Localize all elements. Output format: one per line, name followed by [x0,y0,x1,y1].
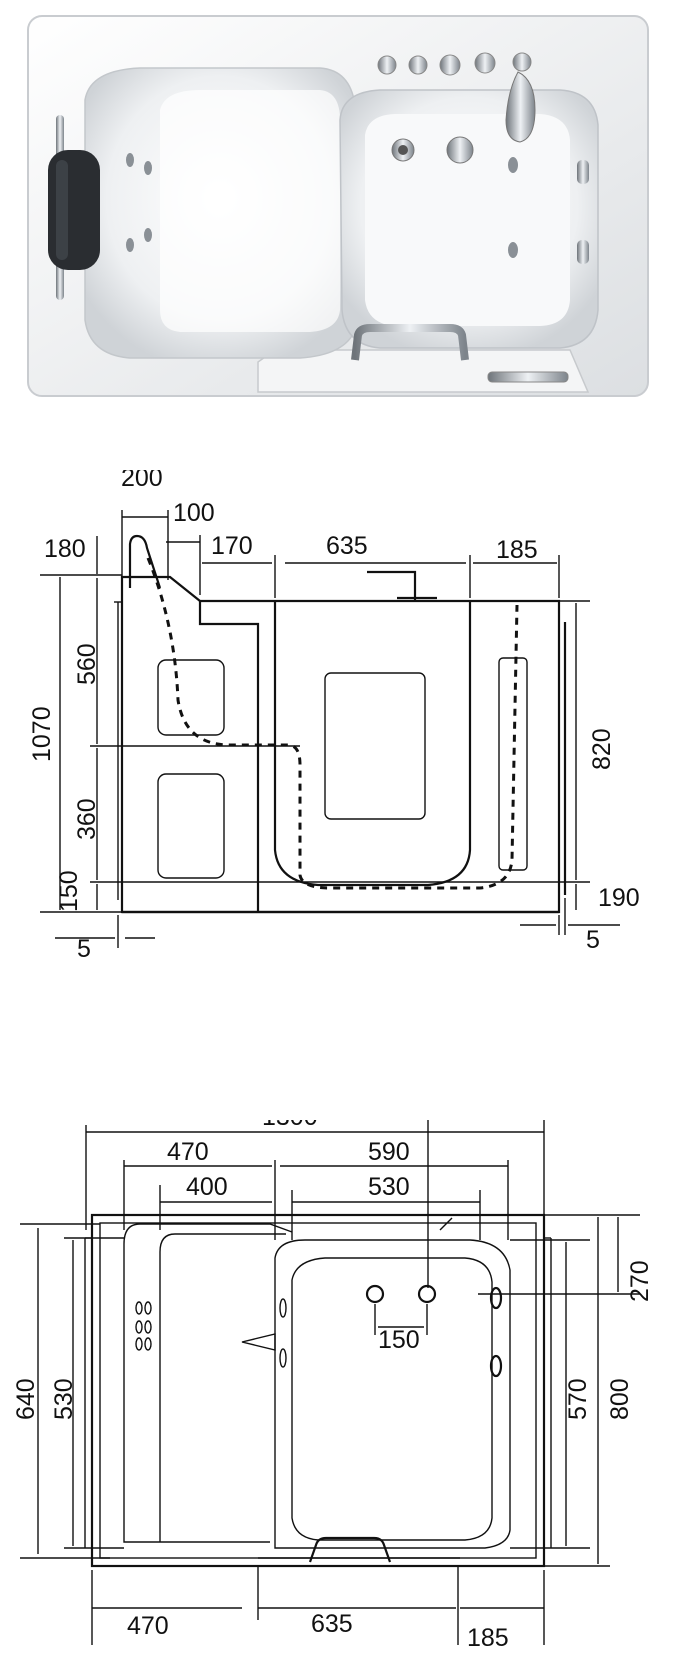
dim-185-top: 185 [496,536,538,564]
jet-icon [135,1337,143,1351]
tub-bowl-outline [274,1239,511,1549]
jet-icon [279,1298,287,1318]
tub-floor [365,114,570,326]
seat-panel-lower [157,773,225,879]
dim-270: 270 [626,1260,654,1302]
jet-icon [144,1320,152,1334]
dim-590: 590 [368,1138,410,1166]
dim-5-right: 5 [586,926,600,954]
tub-outline [120,575,561,914]
dim-800: 800 [606,1378,634,1420]
dim-180: 180 [44,535,86,563]
jet-icon [126,153,134,167]
valve-icon [417,1284,437,1304]
jet-icon [489,1286,503,1310]
bathtub-top-photo [27,15,649,397]
overflow-icon [446,136,474,164]
jet-icon [508,157,518,173]
dim-470-bottom: 470 [127,1612,169,1640]
valve-icon [512,52,532,72]
jet-icon [279,1348,287,1368]
valve-icon [474,52,496,74]
jet-icon [126,238,134,252]
dim-635-top: 635 [326,532,368,560]
door-window [324,672,426,820]
jet-icon [577,240,589,264]
seat-panel-upper [157,659,225,736]
headrest [48,150,100,270]
jet-icon [135,1301,143,1315]
jet-icon [144,228,152,242]
dim-360: 360 [73,798,101,840]
tub-rim [90,1213,546,1568]
dim-5-left: 5 [77,935,91,963]
jet-icon [144,1301,152,1315]
water-line [146,557,519,890]
dim-570: 570 [564,1378,592,1420]
dim-635-bottom: 635 [311,1610,353,1638]
dim-190: 190 [598,884,640,912]
dim-170: 170 [211,532,253,560]
jet-icon [144,161,152,175]
seat-outline [123,1223,293,1543]
valve-icon [439,54,461,76]
dim-150: 150 [55,870,83,912]
door-outline [273,601,472,887]
dim-530-top: 530 [368,1173,410,1201]
dim-470-top: 470 [167,1138,209,1166]
door-handle [351,324,469,361]
valve-icon [408,55,428,75]
dim-560: 560 [73,643,101,685]
side-elevation-diagram: 200 100 170 635 185 180 1070 560 360 150… [28,470,640,963]
jet-icon [577,160,589,184]
faucet-icon [505,71,536,143]
jet-icon [135,1320,143,1334]
dim-1300: 1300 [262,1120,318,1131]
dim-100: 100 [173,499,215,527]
valve-icon [365,1284,385,1304]
jet-icon [144,1337,152,1351]
dim-530-left: 530 [50,1378,78,1420]
dim-150: 150 [378,1326,420,1354]
faucet-icon [367,570,417,600]
dim-200: 200 [121,470,163,492]
jet-panel [498,657,528,871]
dim-1070: 1070 [28,706,56,762]
dim-820: 820 [588,728,616,770]
dim-640: 640 [12,1378,40,1420]
door-latch [487,371,569,383]
valve-icon [377,55,397,75]
plan-view-diagram: 1300 220 470 590 400 530 640 530 150 270… [12,1120,654,1652]
dim-185-bottom: 185 [467,1624,509,1652]
seat-inner [160,90,340,332]
door-handle [308,1536,392,1563]
tub-inner-floor [291,1257,493,1541]
dim-400: 400 [186,1173,228,1201]
grab-handle [128,534,162,589]
jet-icon [508,242,518,258]
jet-icon [489,1354,503,1378]
